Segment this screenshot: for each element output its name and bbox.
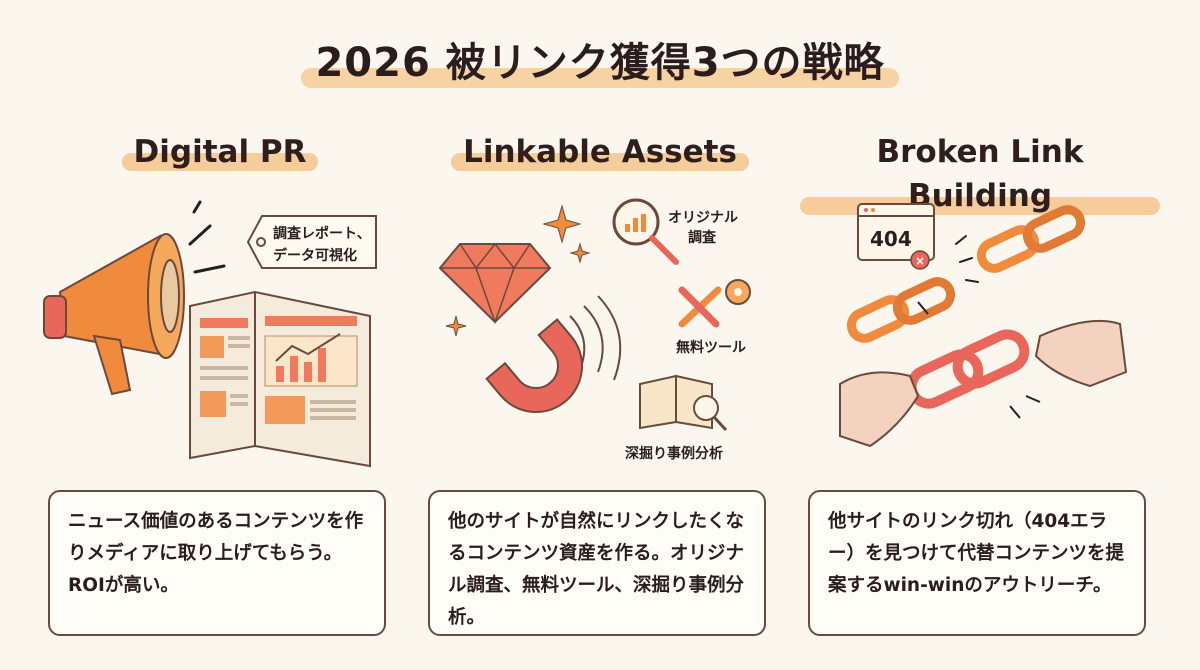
tools-label: 無料ツール — [676, 339, 746, 356]
strategy-digital-pr: Digital PR — [40, 130, 400, 636]
svg-text:×: × — [915, 254, 925, 268]
error-404-window-icon: 404 × — [857, 203, 935, 270]
book-magnifier-icon: 深掘り事例分析 — [625, 374, 728, 462]
strategy-broken-link-building: Broken Link Building 404 × — [800, 130, 1160, 636]
strategy-heading: Digital PR — [121, 130, 319, 174]
hands-chain-icon — [839, 301, 1128, 448]
broken-link-illustration: 404 × — [839, 203, 1128, 448]
strategy-heading: Linkable Assets — [451, 130, 749, 174]
megaphone-newspaper-illustration: 調査レポート、 データ可視化 — [43, 200, 377, 468]
tools-icon: 無料ツール — [676, 279, 751, 356]
strategy-description-card: 他のサイトが自然にリンクしたくなるコンテンツ資産を作る。オリジナル調査、無料ツー… — [428, 490, 766, 636]
assets-illustration: オリジナル 調査 無料ツール 深掘り事例分析 — [438, 198, 751, 462]
strategy-description-card: ニュース価値のあるコンテンツを作りメディアに取り上げてもらう。ROIが高い。 — [48, 490, 386, 636]
strategy-linkable-assets: Linkable Assets オリジナル 調査 — [420, 130, 780, 636]
broken-chain-icon — [846, 205, 1086, 343]
newspaper-icon — [189, 290, 371, 468]
research-label-line-1: オリジナル — [668, 210, 738, 226]
page-title: 2026 被リンク獲得3つの戦略 — [301, 30, 899, 88]
error-code: 404 — [870, 227, 912, 251]
sparkle-icon — [445, 204, 591, 337]
tag-line-2: データ可視化 — [273, 247, 357, 264]
research-magnifier-icon: オリジナル 調査 — [612, 198, 738, 265]
tag-label: 調査レポート、 データ可視化 — [246, 215, 377, 269]
diamond-icon — [438, 242, 552, 325]
strategy-description-card: 他サイトのリンク切れ（404エラー）を見つけて代替コンテンツを提案するwin-w… — [808, 490, 1146, 636]
tag-line-1: 調査レポート、 — [273, 225, 371, 242]
megaphone-icon — [43, 200, 226, 396]
title-container: 2026 被リンク獲得3つの戦略 — [0, 30, 1200, 88]
magnet-icon — [485, 295, 622, 413]
research-label-line-2: 調査 — [688, 229, 717, 246]
casestudy-label: 深掘り事例分析 — [625, 445, 723, 462]
